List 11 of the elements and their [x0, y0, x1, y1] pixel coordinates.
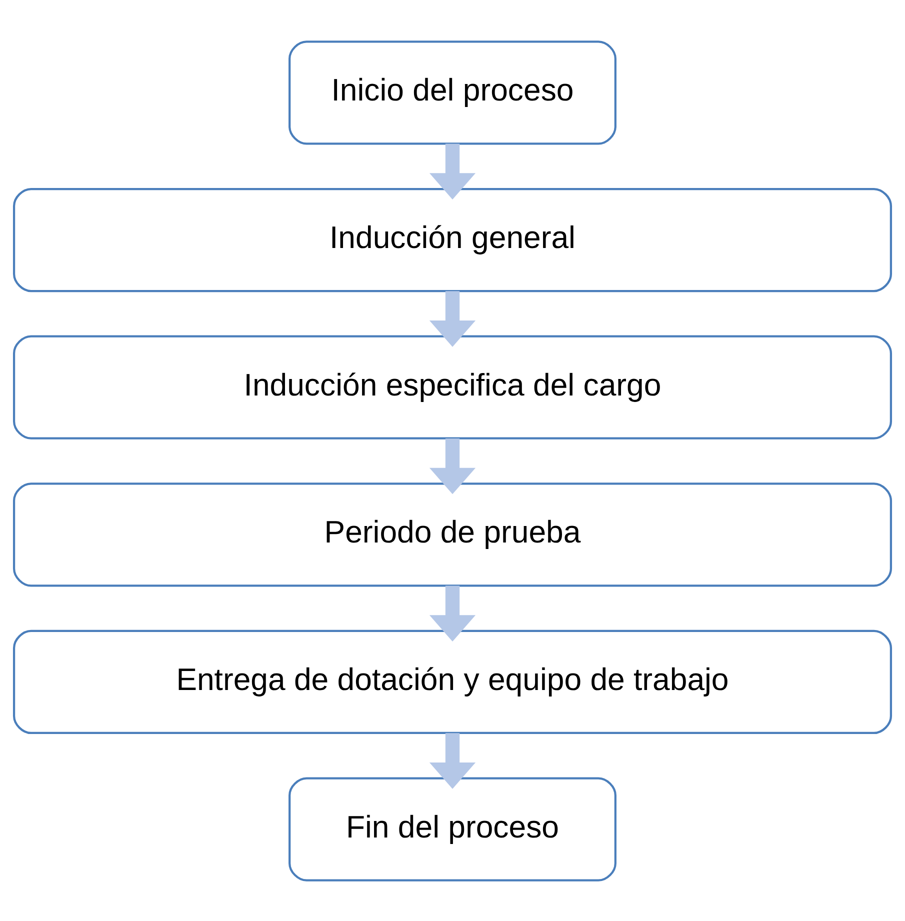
arrow [429, 143, 476, 200]
node-box: Inducción general [12, 187, 892, 292]
arrow [429, 585, 476, 642]
arrow [429, 290, 476, 346]
arrow [429, 732, 476, 788]
node-box: Inicio del proceso [288, 40, 616, 144]
node-box: Fin del proceso [288, 776, 616, 881]
node-box: Inducción especifica del cargo [12, 334, 892, 439]
arrow [429, 438, 476, 494]
node-box: Periodo de prueba [12, 482, 892, 586]
node-box: Entrega de dotación y equipo de trabajo [12, 629, 892, 734]
